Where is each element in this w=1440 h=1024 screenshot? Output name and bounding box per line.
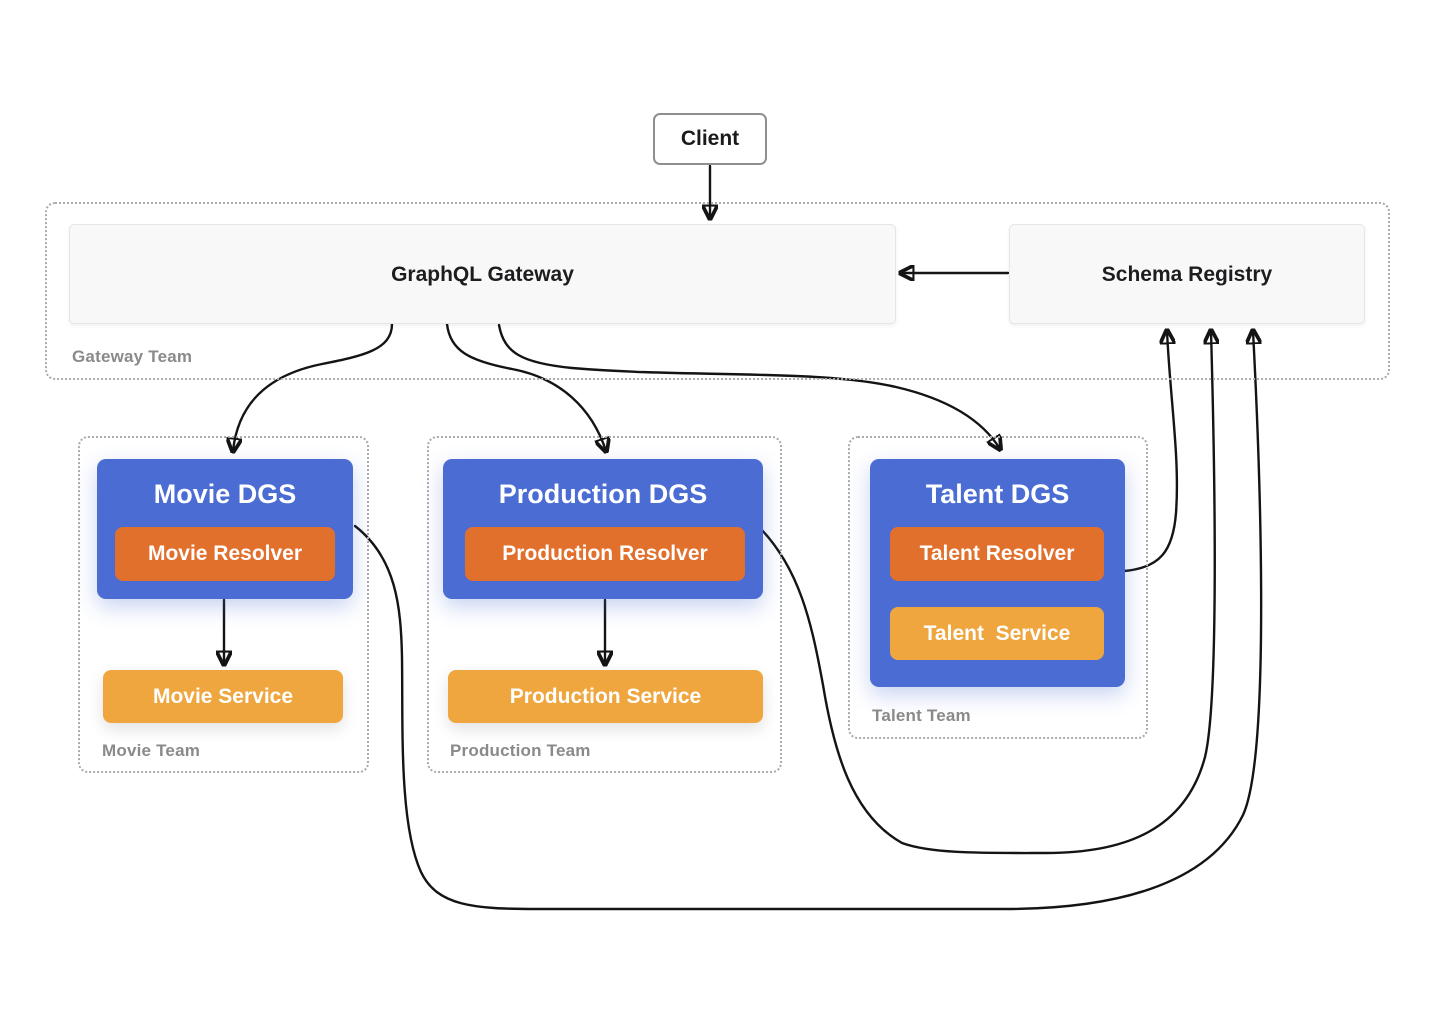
talent-service-node: Talent Service bbox=[890, 607, 1104, 660]
movie-team-label: Movie Team bbox=[102, 741, 201, 760]
production-dgs-title: Production DGS bbox=[498, 479, 708, 509]
production-team-label: Production Team bbox=[450, 741, 591, 760]
movie-service-node: Movie Service bbox=[103, 670, 343, 723]
schema-registry-node: Schema Registry bbox=[1009, 224, 1365, 324]
gateway-team-container: GraphQL Gateway Schema Registry Gateway … bbox=[45, 202, 1390, 380]
movie-dgs-node: Movie DGS Movie Resolver bbox=[97, 459, 353, 599]
production-resolver-node: Production Resolver bbox=[465, 527, 745, 581]
talent-dgs-title: Talent DGS bbox=[925, 479, 1070, 509]
talent-dgs-node: Talent DGS Talent Resolver Talent Servic… bbox=[870, 459, 1125, 687]
talent-team-label: Talent Team bbox=[872, 706, 971, 725]
production-dgs-node: Production DGS Production Resolver bbox=[443, 459, 763, 599]
production-team-container: Production DGS Production Resolver Produ… bbox=[427, 436, 782, 773]
graphql-gateway-node: GraphQL Gateway bbox=[69, 224, 896, 324]
gateway-team-label: Gateway Team bbox=[72, 347, 193, 366]
client-node: Client bbox=[653, 113, 767, 165]
talent-resolver-node: Talent Resolver bbox=[890, 527, 1104, 581]
talent-team-container: Talent DGS Talent Resolver Talent Servic… bbox=[848, 436, 1148, 739]
movie-team-container: Movie DGS Movie Resolver Movie Service M… bbox=[78, 436, 369, 773]
movie-resolver-node: Movie Resolver bbox=[115, 527, 335, 581]
production-service-node: Production Service bbox=[448, 670, 763, 723]
movie-dgs-title: Movie DGS bbox=[153, 479, 297, 509]
